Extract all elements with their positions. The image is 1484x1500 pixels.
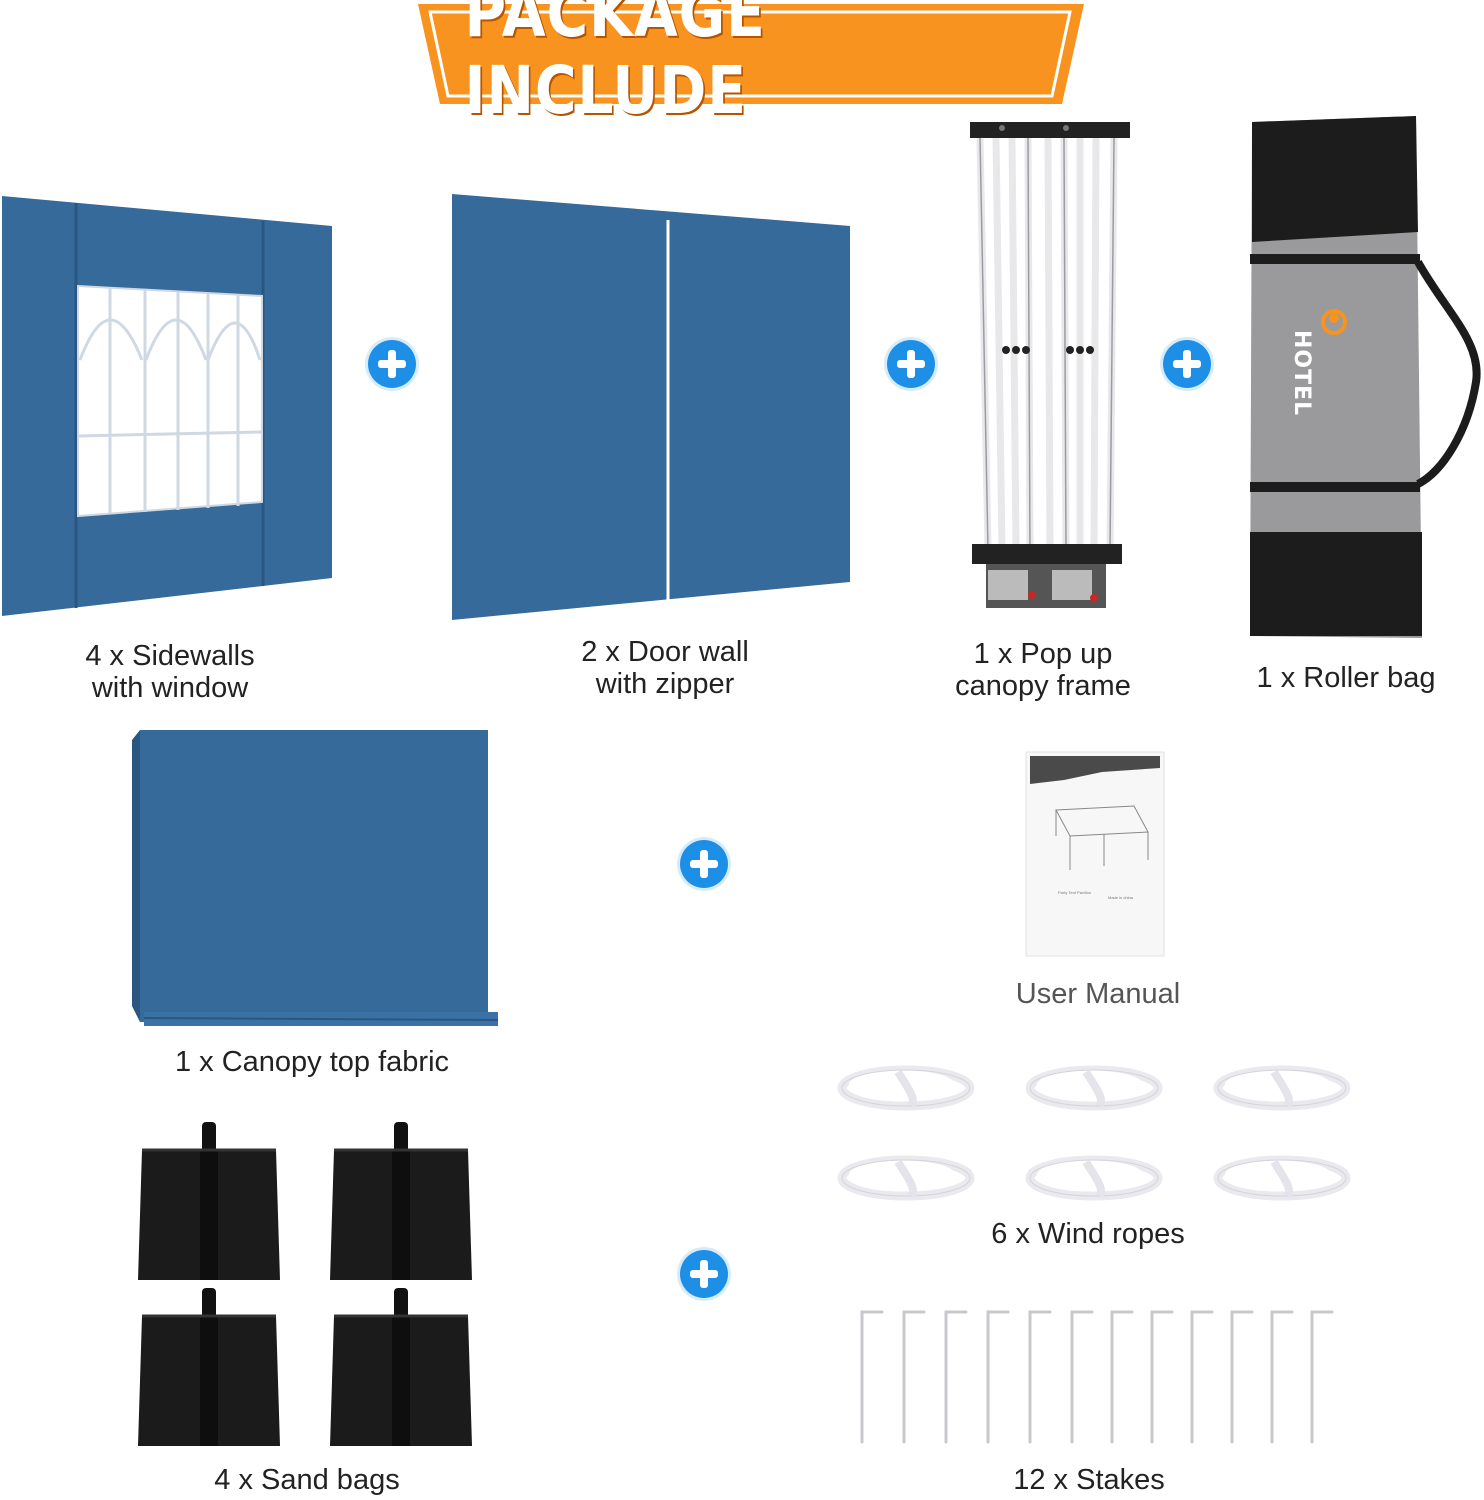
sand-bags-image: [136, 1120, 474, 1448]
roller-bag-image: [1250, 116, 1481, 638]
door-wall-image: [452, 194, 850, 620]
sidewalls-label: 4 x Sidewalls with window: [40, 640, 300, 704]
canopy-frame-label: 1 x Pop up canopy frame: [928, 638, 1158, 702]
canopy-frame-image: [970, 122, 1130, 608]
banner-background: [418, 4, 1084, 104]
wind-ropes-label: 6 x Wind ropes: [991, 1218, 1185, 1250]
sidewalls-label-line1: 4 x Sidewalls: [85, 640, 255, 672]
plus-icon: [680, 1250, 728, 1298]
manual-text-right: Made in china: [1108, 895, 1133, 900]
banner-title: PACKAGE INCLUDE: [464, 0, 766, 129]
plus-icon: [680, 840, 728, 888]
sidewalls-label-line2: with window: [91, 672, 249, 704]
plus-icon: [887, 340, 935, 388]
plus-icon: [368, 340, 416, 388]
stakes-label: 12 x Stakes: [1013, 1464, 1165, 1496]
door-wall-label: 2 x Door wall with zipper: [530, 636, 800, 700]
sidewall-image: [2, 196, 332, 616]
user-manual-image: [1025, 751, 1165, 957]
canopy-frame-label-line2: canopy frame: [955, 670, 1131, 702]
manual-text-left: Party Tent Pavilion: [1058, 890, 1092, 895]
canopy-top-fabric-label: 1 x Canopy top fabric: [174, 1046, 450, 1078]
door-wall-label-line1: 2 x Door wall: [581, 636, 749, 668]
door-wall-label-line2: with zipper: [595, 668, 735, 700]
canopy-frame-label-line1: 1 x Pop up: [973, 638, 1113, 670]
brand-logo: HOTEL: [1289, 330, 1314, 417]
stakes-image: [860, 1310, 1334, 1444]
canopy-top-fabric-image: [132, 730, 499, 1026]
wind-ropes-image: [838, 1058, 1358, 1198]
sand-bags-label: 4 x Sand bags: [214, 1464, 400, 1496]
user-manual-label: User Manual: [1015, 978, 1181, 1010]
roller-bag-label: 1 x Roller bag: [1256, 662, 1436, 694]
plus-icon: [1163, 340, 1211, 388]
